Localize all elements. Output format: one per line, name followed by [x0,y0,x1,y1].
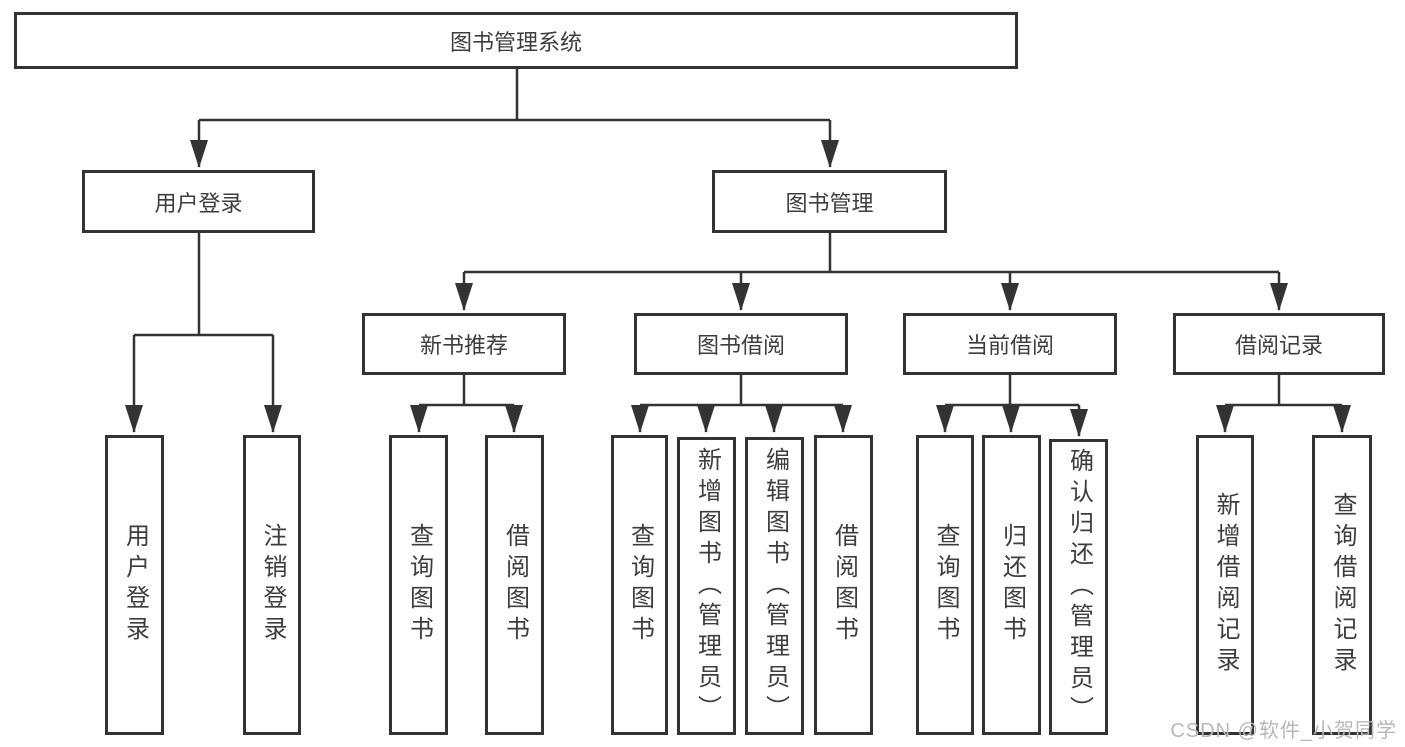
node-label: 新增借阅记录 [1212,492,1239,678]
node-user-login-leaf: 用户登录 [105,435,164,735]
node-label: 用户登录 [121,523,149,647]
node-label: 查询图书 [626,523,654,647]
node-label: 确认归还（管理员） [1065,447,1093,727]
node-user-login: 用户登录 [82,170,315,233]
node-borrowing-records: 借阅记录 [1173,313,1385,375]
node-label: 图书借阅 [696,333,785,358]
node-new-book-recommend: 新书推荐 [362,313,566,375]
node-borrow-books-leaf: 借阅图书 [814,435,873,735]
node-label: 新增图书（管理员） [693,446,721,726]
node-confirm-return-admin: 确认归还（管理员） [1049,439,1108,735]
node-label: 图书管理 [785,190,874,216]
node-label: 注销登录 [259,523,286,647]
node-label: 归还图书 [998,523,1026,647]
node-add-books-admin: 新增图书（管理员） [677,437,736,735]
node-query-books-current: 查询图书 [916,435,974,735]
node-current-borrowing: 当前借阅 [903,313,1117,375]
node-return-books: 归还图书 [982,435,1041,735]
node-book-borrowing: 图书借阅 [634,313,848,375]
node-query-books-recommend: 查询图书 [389,435,448,735]
node-label: 借阅记录 [1234,333,1323,358]
node-label: 用户登录 [154,190,243,216]
node-label: 图书管理系统 [449,29,582,55]
node-edit-books-admin: 编辑图书（管理员） [745,437,804,735]
node-label: 新书推荐 [419,333,508,358]
node-label: 查询图书 [405,523,433,647]
node-label: 借阅图书 [830,523,858,647]
csdn-watermark: CSDN @软件_小贺同学 [1170,720,1397,742]
node-query-borrow-record: 查询借阅记录 [1312,435,1372,735]
node-label: 编辑图书（管理员） [761,446,789,726]
node-label: 查询图书 [932,523,959,647]
node-book-management-system: 图书管理系统 [14,12,1018,69]
node-add-borrow-record: 新增借阅记录 [1196,435,1254,735]
node-logout-leaf: 注销登录 [243,435,301,735]
node-query-books-borrowing: 查询图书 [611,435,668,735]
node-label: 当前借阅 [965,333,1054,358]
node-label: 查询借阅记录 [1329,492,1356,678]
node-book-management: 图书管理 [712,170,947,233]
node-label: 借阅图书 [501,523,529,647]
node-borrow-books-recommend: 借阅图书 [485,435,544,735]
